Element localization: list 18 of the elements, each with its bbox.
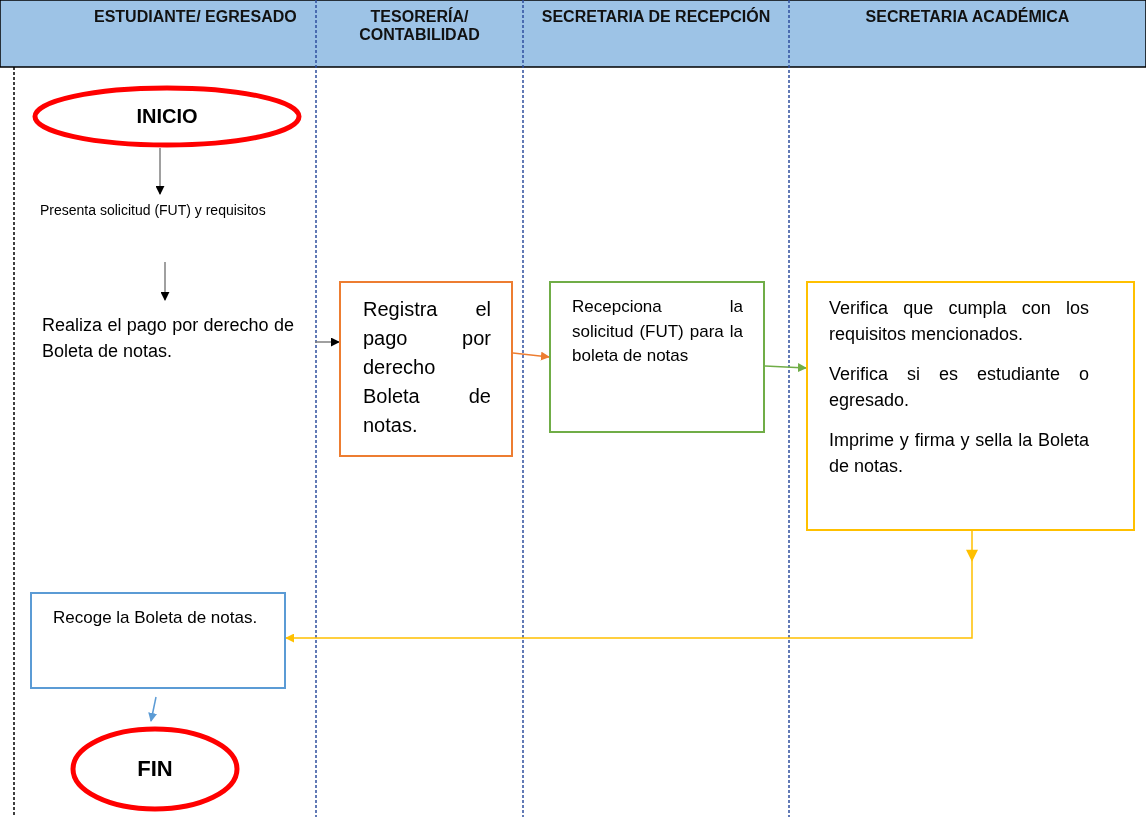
column-header: SECRETARIA DE RECEPCIÓN — [540, 8, 772, 26]
step-text: Realiza el pago por derecho de Boleta de notas. — [42, 314, 294, 364]
step-text: Verifica que cumpla con los requisitos mencionados. — [829, 297, 1089, 347]
process-box — [339, 281, 513, 457]
process-box — [30, 592, 286, 689]
step-text: Registra el pago por derecho Boleta de notas. — [363, 297, 491, 438]
column-header: ESTUDIANTE/ EGRESADO — [94, 8, 298, 26]
step-text: Verifica si es estudiante o egresado. — [829, 363, 1089, 413]
terminal-label: INICIO — [136, 104, 198, 129]
process-box — [806, 281, 1135, 531]
column-header: SECRETARIA ACADÉMICA — [864, 8, 1071, 26]
step-text: Imprime y firma y sella la Boleta de notas. — [829, 429, 1089, 479]
process-box — [549, 281, 765, 433]
column-header: TESORERÍA/ CONTABILIDAD — [358, 8, 481, 44]
step-text: Recepciona la solicitud (FUT) para la boleta de notas — [572, 296, 743, 368]
step-text: Presenta solicitud (FUT) y requisitos — [40, 201, 267, 220]
terminal-label: FIN — [137, 755, 173, 784]
step-text: Recoge la Boleta de notas. — [53, 607, 258, 629]
